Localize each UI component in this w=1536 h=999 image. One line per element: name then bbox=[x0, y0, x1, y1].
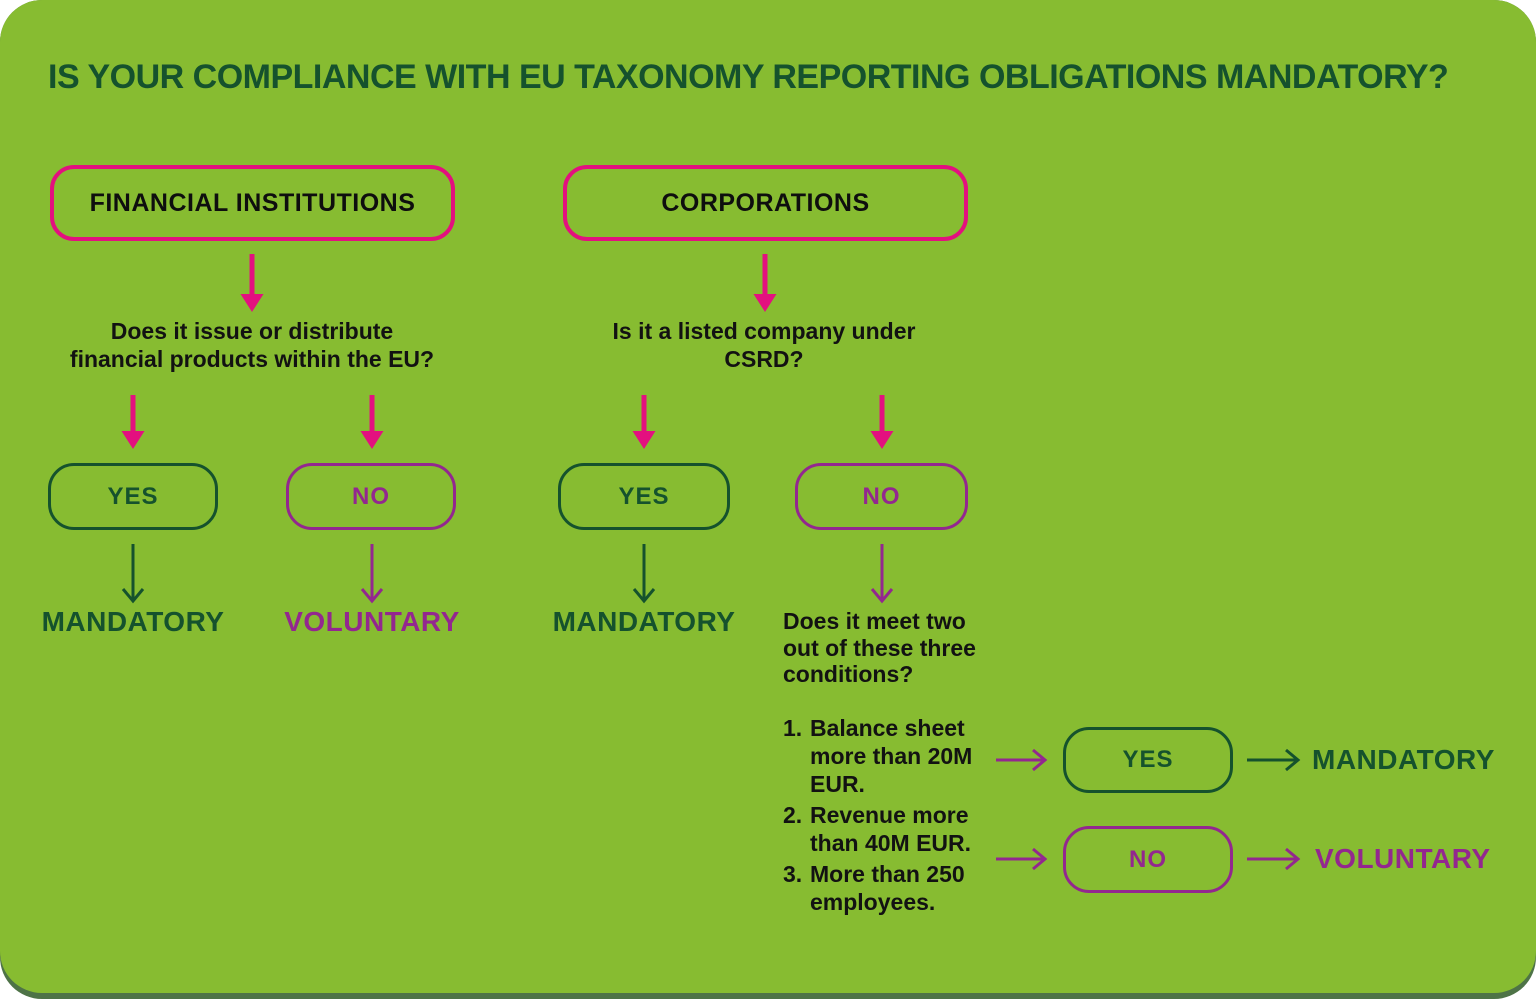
question-financial: Does it issue or distribute financial pr… bbox=[69, 318, 435, 372]
arrow-down-icon bbox=[632, 544, 656, 604]
result-voluntary-financial: VOLUNTARY bbox=[284, 606, 460, 637]
arrow-down-icon bbox=[121, 395, 145, 449]
arrow-right-icon bbox=[1247, 847, 1301, 871]
yes-box-corporations: YES bbox=[558, 463, 730, 530]
arrow-down-icon bbox=[240, 254, 264, 312]
corporations-box: CORPORATIONS bbox=[563, 165, 968, 241]
financial-institutions-box: FINANCIAL INSTITUTIONS bbox=[50, 165, 455, 241]
arrow-down-icon bbox=[632, 395, 656, 449]
no-box-conditions: NO bbox=[1063, 826, 1233, 893]
yes-box-financial: YES bbox=[48, 463, 218, 530]
arrow-down-icon bbox=[360, 395, 384, 449]
condition-item: Balance sheet more than 20M EUR. bbox=[783, 714, 973, 797]
question-corporations: Is it a listed company under CSRD? bbox=[612, 318, 916, 372]
arrow-down-icon bbox=[360, 544, 384, 604]
yes-label: YES bbox=[107, 482, 159, 510]
arrow-down-icon bbox=[753, 254, 777, 312]
condition-item: Revenue more than 40M EUR. bbox=[783, 801, 972, 856]
no-label: NO bbox=[1129, 845, 1167, 873]
conditions-question: Does it meet two out of these three cond… bbox=[783, 608, 976, 687]
arrow-down-icon bbox=[121, 544, 145, 604]
conditions-list: Balance sheet more than 20M EUR. Revenue… bbox=[783, 714, 998, 919]
arrow-right-icon bbox=[996, 748, 1048, 772]
financial-institutions-label: FINANCIAL INSTITUTIONS bbox=[89, 188, 416, 217]
corporations-label: CORPORATIONS bbox=[661, 188, 870, 217]
no-box-financial: NO bbox=[286, 463, 456, 530]
result-mandatory-corporations: MANDATORY bbox=[552, 606, 736, 637]
arrow-right-icon bbox=[1247, 748, 1301, 772]
result-mandatory-conditions: MANDATORY bbox=[1312, 744, 1495, 775]
yes-label: YES bbox=[1122, 746, 1174, 773]
page-title: IS YOUR COMPLIANCE WITH EU TAXONOMY REPO… bbox=[48, 58, 1449, 96]
no-label: NO bbox=[352, 482, 390, 510]
result-mandatory-financial: MANDATORY bbox=[41, 606, 225, 637]
arrow-right-icon bbox=[996, 847, 1048, 871]
arrow-down-icon bbox=[870, 395, 894, 449]
condition-item: More than 250 employees. bbox=[783, 860, 965, 915]
result-voluntary-conditions: VOLUNTARY bbox=[1315, 843, 1491, 874]
yes-label: YES bbox=[618, 482, 670, 510]
no-label: NO bbox=[862, 482, 901, 510]
no-box-corporations: NO bbox=[795, 463, 968, 530]
arrow-down-icon bbox=[870, 544, 894, 604]
yes-box-conditions: YES bbox=[1063, 727, 1233, 793]
